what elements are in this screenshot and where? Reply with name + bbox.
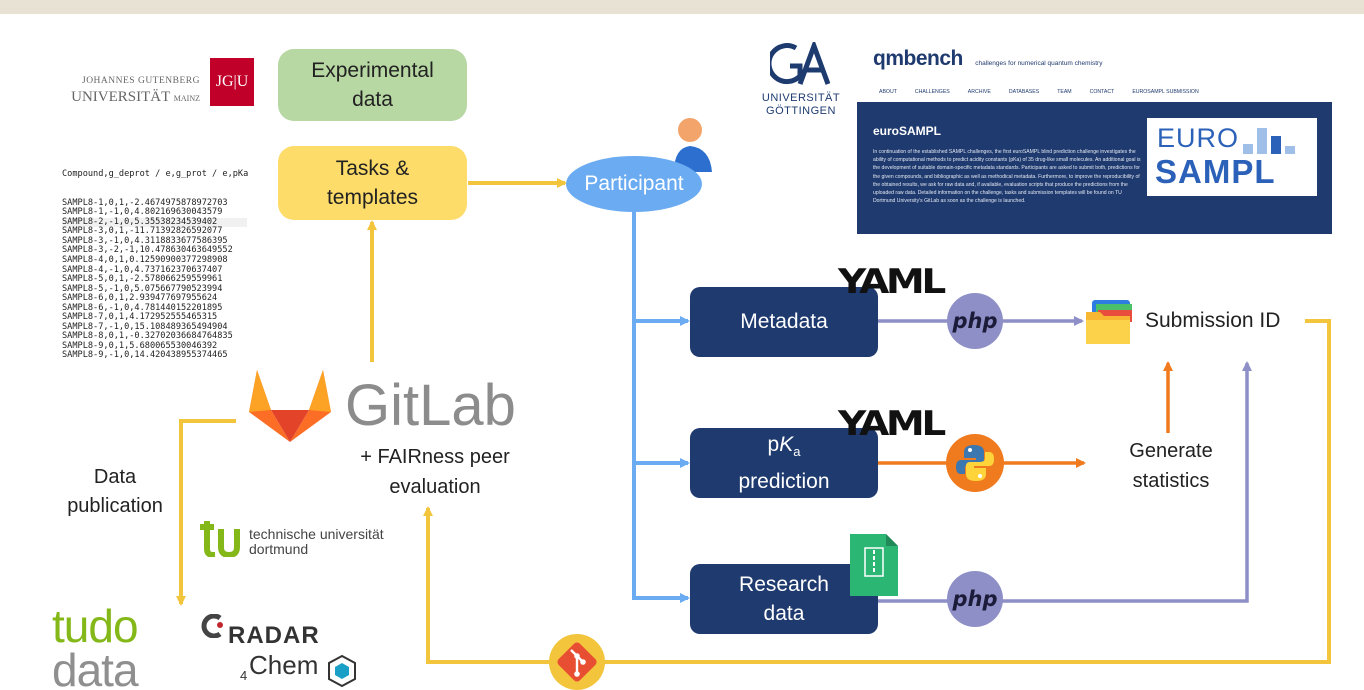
radar-word: RADAR: [228, 622, 320, 649]
goettingen-line1: UNIVERSITÄT: [761, 92, 841, 104]
goettingen-ga-icon: [770, 42, 830, 85]
php-logo-research: php: [947, 571, 1003, 627]
qmbench-nav-item[interactable]: TEAM: [1057, 89, 1072, 95]
csv-row: SAMPL8-8,0,1,-0.32702036684764835: [62, 331, 233, 342]
jgu-wordmark: JOHANNES GUTENBERG UNIVERSITÄT MAINZ: [71, 76, 200, 105]
csv-row: SAMPL8-6,-1,0,4.781440152201895: [62, 302, 223, 313]
radar4chem-logo: RADAR 4 Chem: [200, 612, 370, 690]
metadata-box: Metadata: [690, 287, 878, 357]
archive-file-icon: [850, 534, 898, 596]
pka-heading: pKa: [767, 433, 801, 460]
csv-row: SAMPL8-2,-1,0,5.35538234539402: [62, 217, 247, 228]
qmbench-body: In continuation of the established SAMPL…: [873, 149, 1141, 205]
csv-row: SAMPL8-1,-1,0,4.802169630043579: [62, 207, 223, 218]
data-publication-label: Data publication: [67, 466, 163, 517]
experimental-data-box: Experimental data: [278, 49, 467, 121]
tu-line1: technische universität: [249, 526, 384, 542]
qmbench-nav-item[interactable]: CONTACT: [1089, 89, 1115, 95]
qmbench-screenshot: qmbench challenges for numerical quantum…: [857, 42, 1332, 234]
csv-header: Compound,g_deprot / e,g_prot / e,pKa: [62, 169, 249, 180]
qmbench-nav-item[interactable]: ABOUT: [879, 89, 897, 95]
eurosampl-logo: EURO SAMPL: [1147, 118, 1317, 196]
participant-label: Participant: [584, 172, 684, 195]
tu-dortmund-logo: technische universität dortmund: [197, 519, 417, 559]
csv-row: SAMPL8-1,0,1,-2.4674975878972703: [62, 197, 228, 208]
arrow-submission-loop: [423, 319, 1331, 664]
arrow-data-publication: [176, 419, 236, 606]
gitlab-wordmark: GitLab: [345, 373, 516, 438]
jgu-box: JG|U: [210, 58, 254, 106]
metadata-label: Metadata: [740, 310, 828, 333]
yaml-logo-pka: YAML: [838, 404, 946, 444]
yaml-logo-metadata: YAML: [838, 262, 946, 302]
pka-prediction-box: pKa prediction: [690, 428, 878, 498]
qmbench-nav-item[interactable]: ARCHIVE: [967, 89, 991, 95]
submission-id-label: Submission ID: [1145, 309, 1281, 332]
php-logo-metadata: php: [947, 293, 1003, 349]
experimental-data-label: Experimental data: [311, 59, 434, 111]
csv-row: SAMPL8-9,0,1,5.680065530046392: [62, 340, 218, 351]
qmbench-brand: qmbench challenges for numerical quantum…: [873, 47, 1103, 70]
csv-row: SAMPL8-9,-1,0,14.420438955374465: [62, 350, 228, 361]
tasks-templates-box: Tasks & templates: [278, 146, 467, 220]
qmbench-nav-item[interactable]: EUROSAMPL SUBMISSION: [1132, 89, 1199, 95]
qmbench-nav-item[interactable]: DATABASES: [1008, 89, 1040, 95]
research-data-box: Research data: [690, 564, 878, 634]
csv-row: SAMPL8-3,-1,0,4.3118833677586395: [62, 235, 228, 246]
goettingen-line2: GÖTTINGEN: [766, 105, 836, 117]
git-logo-icon: [549, 634, 605, 690]
csv-row: SAMPL8-4,0,1,0.12590900377298908: [62, 255, 228, 266]
tu-line2: dortmund: [249, 541, 309, 557]
gitlab-fox-icon: [249, 370, 331, 442]
research-data-label: Research data: [739, 573, 829, 625]
csv-row: SAMPL8-3,0,1,-11.71392826592077: [62, 226, 223, 237]
qmbench-nav: ABOUT CHALLENGES ARCHIVE DATABASES TEAM CONTA…: [879, 89, 1217, 95]
csv-row: SAMPL8-3,-2,-1,10.478630463649552: [62, 245, 233, 256]
hexagon-icon: [328, 654, 356, 688]
tu-icon: [200, 521, 240, 557]
chem-sub: 4: [240, 668, 248, 683]
fairness-label: + FAIRness peer evaluation: [360, 446, 510, 498]
eurosampl-euro: EURO: [1157, 123, 1240, 153]
qmbench-title: euroSAMPL: [873, 124, 942, 138]
generate-statistics-label: Generate statistics: [1129, 440, 1213, 492]
csv-row: SAMPL8-4,-1,0,4.737162370637407: [62, 264, 223, 275]
eurosampl-bars-icon: [1243, 128, 1295, 154]
folder-stack-icon: [1086, 300, 1132, 344]
eurosampl-sampl: SAMPL: [1155, 153, 1276, 190]
data-word: data: [52, 644, 139, 690]
tasks-templates-label: Tasks & templates: [326, 157, 419, 209]
csv-row: SAMPL8-5,-1,0,5.075667790523994: [62, 283, 223, 294]
jgu-logo: JOHANNES GUTENBERG UNIVERSITÄT MAINZ JG|…: [50, 58, 265, 113]
csv-row: SAMPL8-6,0,1,2.939477697955624: [62, 293, 218, 304]
chem-word: Chem: [249, 650, 319, 680]
python-logo-icon: [946, 434, 1004, 492]
radar-mark-icon: [201, 614, 223, 638]
csv-row: SAMPL8-7,-1,0,15.108489365494904: [62, 321, 228, 332]
tudo-word: tudo: [52, 604, 139, 652]
top-band: [0, 0, 1364, 14]
gitlab-logo: GitLab: [249, 370, 516, 450]
csv-snippet: Compound,g_deprot / e,g_prot / e,pKa SAM…: [62, 151, 249, 360]
qmbench-nav-item[interactable]: CHALLENGES: [914, 89, 950, 95]
csv-row: SAMPL8-5,0,1,-2.578066259559961: [62, 274, 223, 285]
tudo-data-logo: tudo data: [52, 604, 172, 690]
goettingen-logo: UNIVERSITÄT GÖTTINGEN: [752, 42, 850, 122]
csv-row: SAMPL8-7,0,1,4.172952555465315: [62, 312, 218, 323]
pka-prediction-label: prediction: [738, 469, 830, 493]
participant-node: Participant: [566, 156, 702, 212]
qmbench-panel: euroSAMPL In continuation of the establi…: [857, 102, 1332, 234]
